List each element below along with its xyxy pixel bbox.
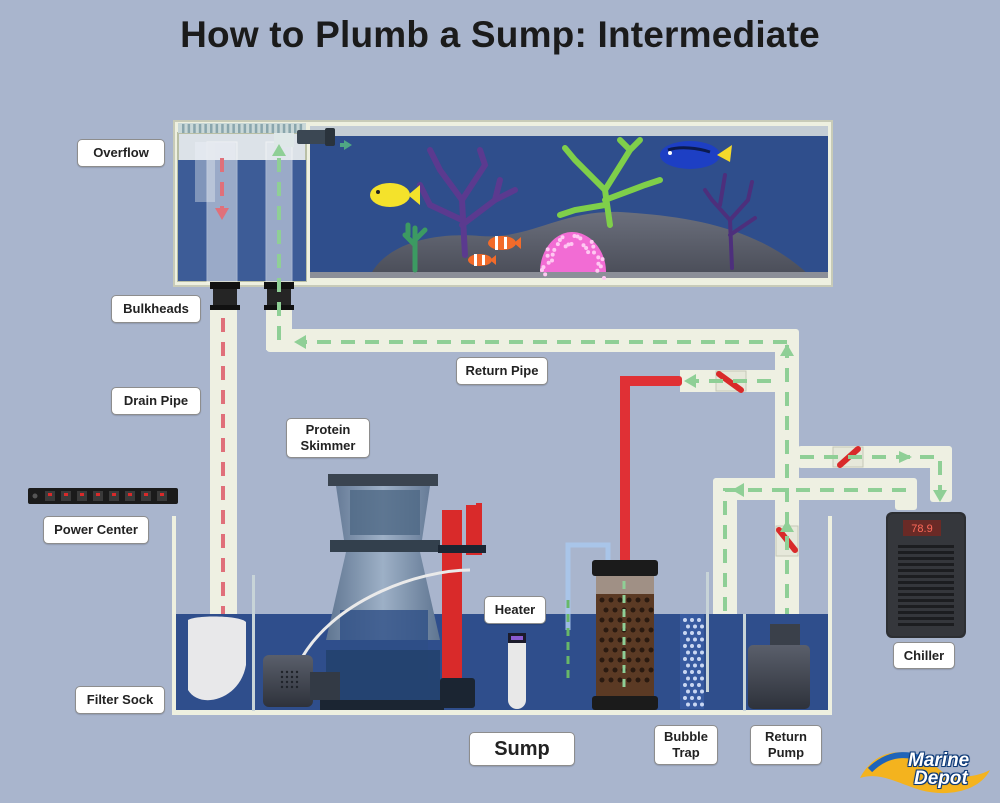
- skimmer-pump: [263, 655, 340, 707]
- label-protein-skimmer: Protein Skimmer: [286, 418, 370, 458]
- pink-anemone: [540, 232, 606, 280]
- clownfish-1: [488, 236, 521, 250]
- power-center-strip: [28, 488, 178, 504]
- return-flow: [277, 150, 942, 625]
- bubble-trap: [680, 614, 704, 709]
- chiller: 78.9: [886, 512, 966, 638]
- filter-sock: [188, 616, 246, 701]
- bulkhead-drain: [210, 282, 240, 310]
- return-flow-arrows: [272, 144, 947, 532]
- label-power-center: Power Center: [43, 516, 149, 544]
- green-plant: [402, 222, 428, 273]
- green-coral: [557, 137, 663, 228]
- label-heater: Heater: [484, 596, 546, 624]
- overflow-comb: [178, 123, 306, 133]
- purple-coral: [417, 147, 518, 258]
- protein-skimmer: [296, 474, 486, 710]
- brand-logo: [860, 752, 990, 794]
- label-filter-sock: Filter Sock: [75, 686, 165, 714]
- blue-tang-fish: [660, 141, 732, 169]
- dark-purple-coral: [703, 173, 757, 270]
- label-chiller: Chiller: [893, 642, 955, 669]
- return-pump-body: [748, 624, 810, 709]
- clownfish-2: [468, 254, 496, 266]
- media-reactor: [565, 542, 658, 710]
- chiller-display: 78.9: [911, 523, 932, 535]
- label-bubble-trap: Bubble Trap: [654, 725, 718, 765]
- brand-line-2: Depot: [914, 768, 968, 789]
- label-return-pump: Return Pump: [750, 725, 822, 765]
- yellow-tang-fish: [370, 183, 420, 207]
- brand-wordmark: Marine Depot: [908, 750, 970, 789]
- brand-line-1: Marine: [908, 750, 970, 771]
- drain-flow: [220, 158, 225, 640]
- label-sump: Sump: [469, 732, 575, 766]
- label-bulkheads: Bulkheads: [111, 295, 201, 323]
- diagram-title: How to Plumb a Sump: Intermediate: [180, 14, 820, 55]
- reactor-feed-pipe: [620, 376, 682, 681]
- label-overflow: Overflow: [77, 139, 165, 167]
- valve-reactor-line: [715, 370, 747, 393]
- heater: [508, 633, 526, 709]
- label-return-pipe: Return Pipe: [456, 357, 548, 385]
- label-drain-pipe: Drain Pipe: [111, 387, 201, 415]
- return-nozzle: [297, 128, 352, 150]
